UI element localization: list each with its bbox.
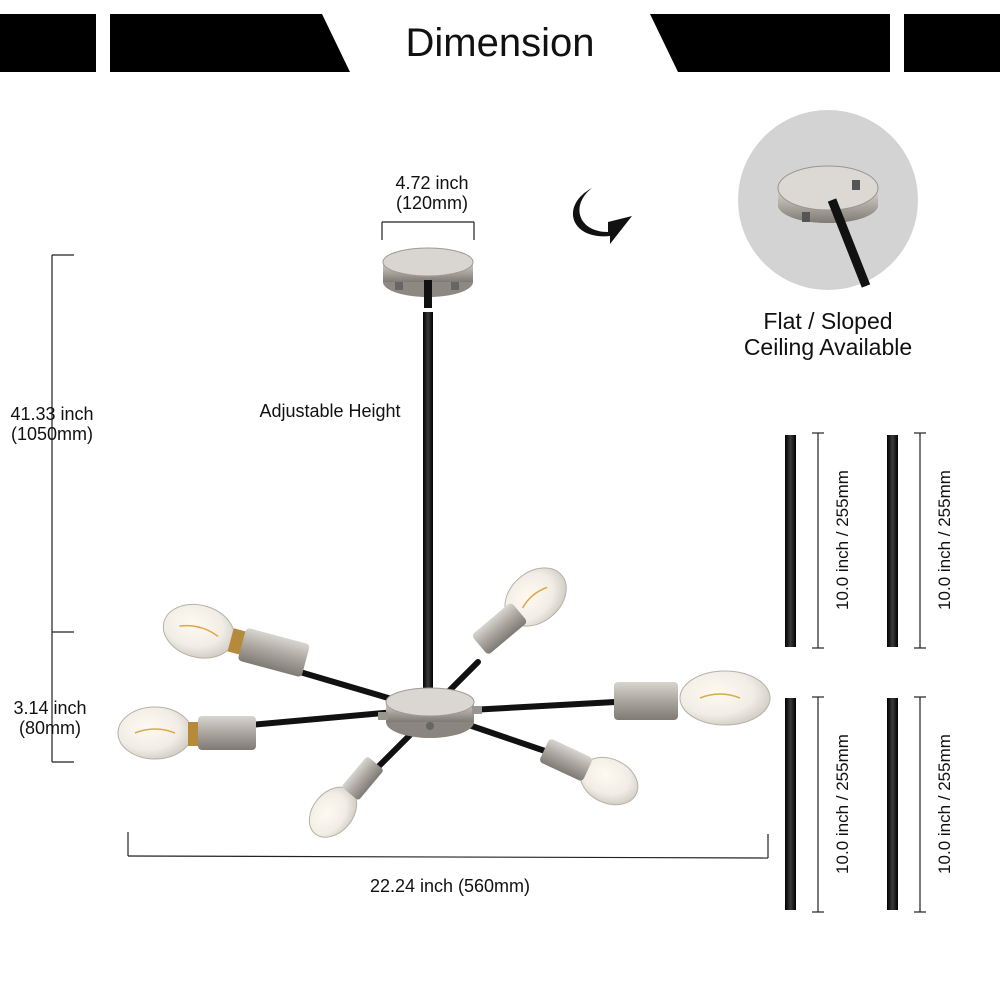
- ceiling-caption-line1: Flat / Sloped: [763, 308, 893, 334]
- rod-label: 10.0 inch / 255mm: [833, 470, 852, 610]
- header-banner: [0, 14, 1000, 72]
- ceiling-detail-image: [738, 110, 918, 290]
- total-height-label: 41.33 inch (1050mm): [0, 404, 104, 444]
- canopy-width-imperial: 4.72 inch: [395, 173, 469, 193]
- body-height-imperial: 3.14 inch: [13, 698, 87, 718]
- curved-arrow-icon: [572, 188, 632, 244]
- rod-label: 10.0 inch / 255mm: [935, 470, 954, 610]
- canopy-width-label: 4.72 inch (120mm): [372, 173, 492, 213]
- extension-rods: [785, 432, 926, 913]
- body-height-metric: (80mm): [19, 718, 81, 738]
- rod-label: 10.0 inch / 255mm: [935, 734, 954, 874]
- total-width-label: 22.24 inch (560mm): [369, 876, 531, 896]
- total-height-metric: (1050mm): [10, 424, 94, 444]
- adjustable-height-label: Adjustable Height: [259, 401, 401, 421]
- ceiling-caption: Flat / Sloped Ceiling Available: [708, 308, 948, 360]
- total-height-imperial: 41.33 inch: [10, 404, 94, 424]
- body-height-label: 3.14 inch (80mm): [0, 698, 100, 738]
- chandelier-illustration: [117, 247, 771, 838]
- ceiling-caption-line2: Ceiling Available: [743, 334, 913, 360]
- rod-label: 10.0 inch / 255mm: [833, 734, 852, 874]
- page-title: Dimension: [405, 21, 595, 65]
- total-height-bracket: [51, 254, 74, 763]
- canopy-width-bracket: [381, 221, 475, 240]
- canopy-width-metric: (120mm): [395, 193, 468, 213]
- total-width-bracket: [127, 832, 769, 859]
